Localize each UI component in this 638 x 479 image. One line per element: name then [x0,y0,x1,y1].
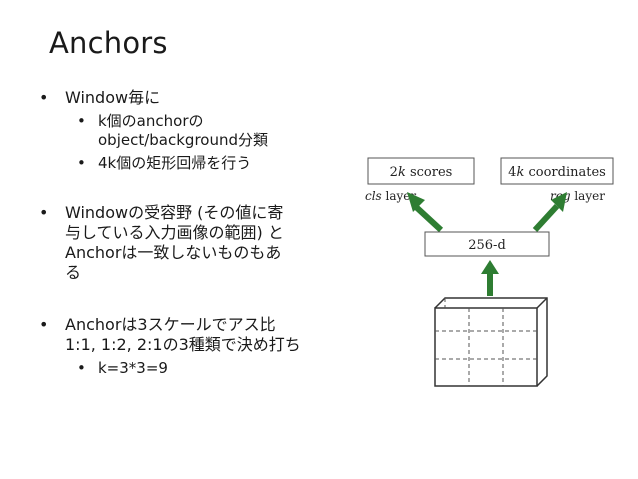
sub-bullet-item: • k=3*3=9 [30,359,370,378]
bullet-icon: • [77,154,86,172]
bullet-icon: • [39,203,49,222]
bullet-item: • Window毎に [30,88,370,108]
scores-box [367,157,475,185]
bullet-text: る [65,263,82,282]
scores-label: 2k scores [390,165,453,180]
coordinates-box [500,157,614,185]
bullet-text: 1:1, 1:2, 2:1の3種類で決め打ち [65,335,301,354]
bullet-list: • Window毎に • k個のanchorの object/backgroun… [30,88,370,382]
bullet-text: k個のanchorの [98,112,204,130]
bullet-text: Anchorは一致しないものもあ [65,243,282,262]
rpn-diagram: 2k scores 4k coordinates cls layer reg l… [365,157,614,387]
slide-title: Anchors [49,26,168,60]
bullet-text: Windowの受容野 (その値に寄 [65,203,284,222]
sub-bullet-item: • 4k個の矩形回帰を行う [30,154,370,173]
bullet-item: • Windowの受容野 (その値に寄 与している入力画像の範囲) と Anch… [30,203,370,283]
bullet-icon: • [39,315,49,334]
bullet-text: object/background分類 [98,131,268,149]
bullet-icon: • [77,112,86,130]
sliding-window-cube [434,297,548,387]
bullet-item: • Anchorは3スケールでアス比 1:1, 1:2, 2:1の3種類で決め打… [30,315,370,355]
bullet-icon: • [39,88,49,107]
sub-bullet-item: • k個のanchorの object/background分類 [30,112,370,150]
cls-arrow [407,192,444,233]
bullet-icon: • [77,359,86,377]
up-arrow [481,260,499,296]
feature-box [424,231,550,257]
bullet-text: Window毎に [65,88,161,107]
bullet-text: Anchorは3スケールでアス比 [65,315,276,334]
bullet-text: 4k個の矩形回帰を行う [98,154,252,172]
bullet-text: 与している入力画像の範囲) と [65,223,284,242]
reg-arrow [532,192,567,233]
coordinates-label: 4k coordinates [508,165,606,180]
bullet-text: k=3*3=9 [98,359,168,377]
feature-label: 256-d [468,238,506,253]
window-grid [435,298,537,386]
